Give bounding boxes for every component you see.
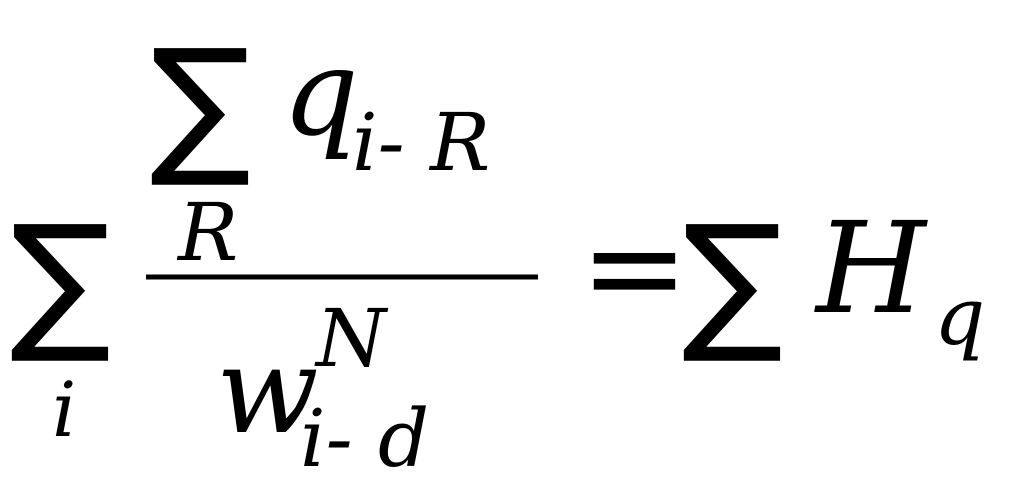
denominator-w-superscript: N [314, 292, 389, 385]
rhs-h: H [814, 195, 928, 342]
denominator-w: w [216, 322, 319, 461]
rhs-h-subscript: q [934, 270, 985, 363]
denominator-w-subscript: i- d [300, 392, 429, 485]
numerator-sum-symbol: ∑ [150, 18, 251, 192]
rhs-sum-symbol: ∑ [682, 194, 783, 368]
equals-sign: = [580, 191, 689, 343]
outer-sum-index: i [52, 365, 76, 454]
numerator-r: R [176, 186, 238, 279]
outer-sum-symbol: ∑ [10, 194, 111, 368]
numerator-q: q [282, 24, 359, 163]
numerator-q-subscript: i- R [352, 96, 490, 189]
